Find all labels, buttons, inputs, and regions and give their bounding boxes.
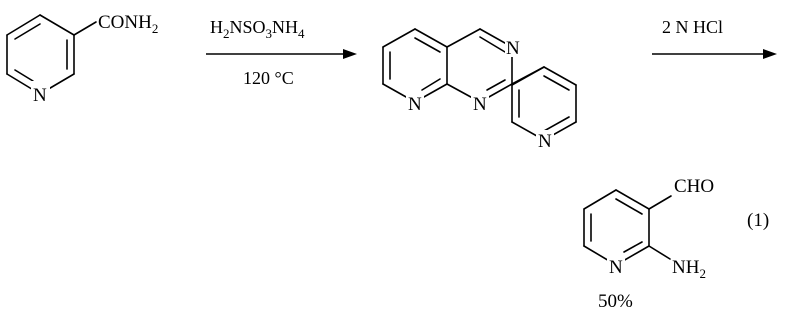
intermediate-n-mid: N xyxy=(473,94,487,115)
reactant-nicotinamide: N CONH2 xyxy=(6,12,158,106)
reactant-ring-nitrogen: N xyxy=(33,85,47,106)
product-yield: 50% xyxy=(598,291,633,312)
product-amino-label: NH2 xyxy=(672,257,706,281)
reactant-bonds xyxy=(6,14,97,95)
intermediate-n-pyridyl: N xyxy=(538,131,552,152)
intermediate-n-left: N xyxy=(408,94,422,115)
equation-number: (1) xyxy=(747,210,769,231)
product-ring-nitrogen: N xyxy=(609,257,623,278)
intermediate-compound: N N N N xyxy=(382,28,577,152)
product-compound: N CHO NH2 50% xyxy=(583,176,714,312)
step1-reagent: H2NSO3NH4 xyxy=(210,17,305,41)
step2-reagent: 2 N HCl xyxy=(662,17,723,37)
intermediate-n-top: N xyxy=(506,38,520,59)
product-bonds xyxy=(583,189,672,266)
step1-condition: 120 °C xyxy=(243,68,294,88)
arrow-1-head xyxy=(343,49,357,59)
reactant-amide-label: CONH2 xyxy=(98,12,158,36)
reaction-arrow-1: H2NSO3NH4 120 °C xyxy=(206,17,357,88)
arrow-2-head xyxy=(763,49,777,59)
product-aldehyde-label: CHO xyxy=(674,176,714,197)
reaction-arrow-2: 2 N HCl xyxy=(652,17,777,59)
intermediate-bonds xyxy=(382,28,577,141)
